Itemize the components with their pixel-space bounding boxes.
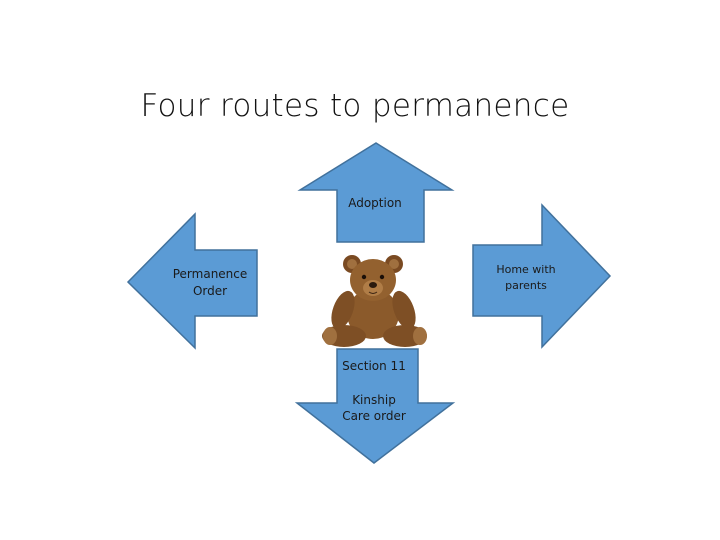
section-11-kinship-label: Section 11 Kinship Care order bbox=[342, 359, 406, 423]
teddy-bear-image bbox=[322, 255, 427, 347]
section-11-arrow bbox=[294, 348, 456, 464]
adoption-label: Adoption bbox=[348, 196, 402, 210]
permanence-order-label: Permanence Order bbox=[172, 267, 248, 298]
permanence-order-arrow bbox=[126, 212, 258, 350]
home-with-parents-label: Home with parents bbox=[496, 263, 556, 292]
home-with-parents-arrow bbox=[472, 203, 612, 349]
adoption-arrow bbox=[297, 142, 455, 243]
slide-title: Four routes to permanence bbox=[140, 88, 570, 124]
